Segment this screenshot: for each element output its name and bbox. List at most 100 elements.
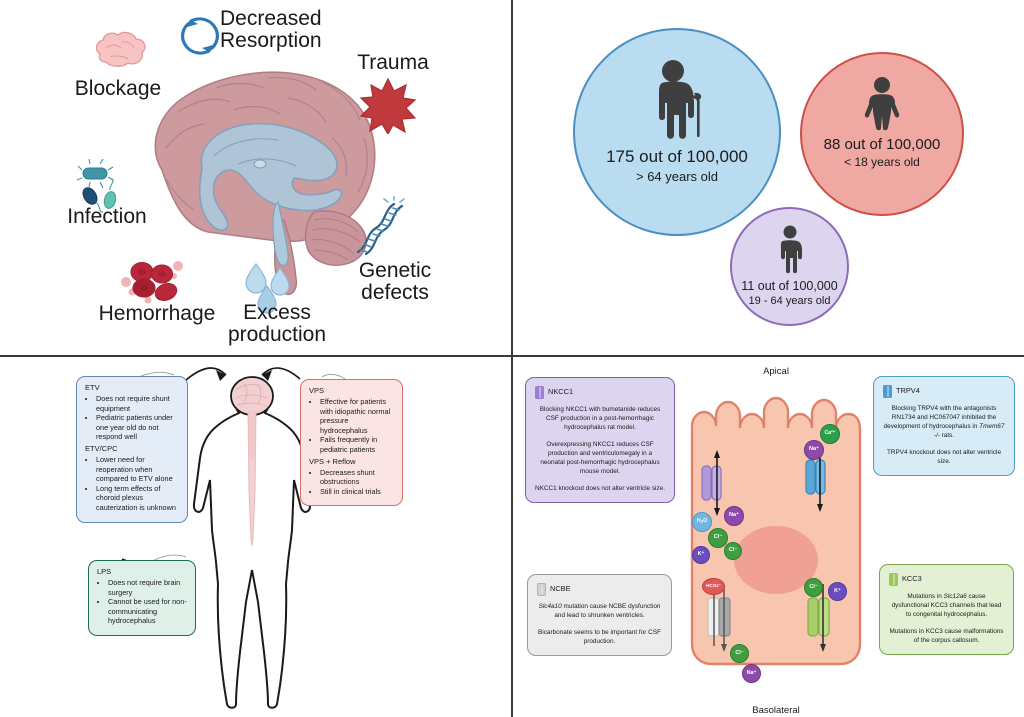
list-item: Fails frequently in pediatric patients	[320, 435, 395, 454]
tx-vps-list-1: Decreases shunt obstructions Still in cl…	[320, 468, 395, 497]
ion-cl-basal-left: Cl⁻	[730, 644, 749, 663]
ncbe-title: NCBE	[550, 584, 571, 594]
trpv4-paragraph-0: Blocking TRPV4 with the antagonists RN17…	[883, 405, 1005, 439]
ncbe-paragraph-1: Bicarbonate seems to be important for CS…	[538, 628, 661, 645]
kcc3-title-row: KCC3	[889, 573, 1004, 586]
list-item: Does not require brain surgery	[108, 578, 188, 597]
dna-helix-icon	[352, 195, 414, 258]
trpv4-title-row: TRPV4	[883, 385, 1005, 398]
kcc3-paragraph-0: Mutations in Slc12a6 cause dysfunctional…	[891, 593, 1002, 618]
tx-vps-heading-0: VPS	[309, 386, 325, 395]
trpv4-channel-glyph	[805, 448, 826, 512]
human-body-illustration	[186, 370, 318, 710]
ion-cl-apical-2: Cl⁻	[724, 542, 742, 560]
nkcc1-channel-glyph	[701, 450, 722, 516]
apical-membrane-label: Apical	[763, 366, 789, 377]
kcc3-paragraph-1: Mutations in KCC3 cause malformations of…	[889, 627, 1004, 644]
ion-na-basal-left: Na⁺	[742, 664, 761, 683]
list-item: Lower need for reoperation when compared…	[96, 455, 180, 484]
epi-rate-adult: 11 out of 100,000	[741, 279, 838, 294]
ion-k-basal-right: K⁺	[828, 582, 847, 601]
horizontal-panel-divider	[0, 355, 1024, 357]
epi-age-adult: 19 - 64 years old	[748, 295, 831, 308]
water-drops-icon	[240, 260, 296, 316]
cause-label-genetic-defects: Genetic defects	[358, 259, 432, 305]
red-blood-cells-icon	[118, 252, 190, 308]
brain-blob-icon	[92, 30, 148, 68]
list-item: Long term effects of choroid plexus caut…	[96, 484, 180, 513]
tx-lps-heading-0: LPS	[97, 567, 112, 576]
vertical-panel-divider	[511, 0, 513, 717]
list-item: Does not require shunt equipment	[96, 394, 180, 413]
epi-rate-pediatric: 88 out of 100,000	[823, 136, 941, 154]
transporter-box-trpv4[interactable]: TRPV4 Blocking TRPV4 with the antagonist…	[873, 376, 1015, 476]
sagittal-brain-illustration	[118, 52, 408, 302]
nkcc1-channel-icon	[535, 386, 544, 399]
cause-label-decreased-resorption: Decreased Resorption	[220, 7, 322, 53]
panel-causes-of-hydrocephalus: Blockage Decreased Resorption Trauma	[0, 0, 511, 355]
transporter-box-kcc3[interactable]: KCC3 Mutations in Slc12a6 cause dysfunct…	[879, 564, 1014, 655]
transporter-box-ncbe[interactable]: NCBE Slc4a10 mutation cause NCBE dysfunc…	[527, 574, 672, 656]
kcc3-channel-icon	[889, 573, 898, 586]
ion-cl-basal-right: Cl⁻	[804, 578, 823, 597]
ion-k-apical: K⁺	[692, 546, 710, 564]
list-item: Decreases shunt obstructions	[320, 468, 395, 487]
nkcc1-paragraph-1: Overexpressing NKCC1 reduces CSF product…	[540, 440, 660, 475]
list-item: Cannot be used for non-communicating hyd…	[108, 597, 188, 626]
elderly-person-with-cane-icon	[659, 59, 702, 139]
tx-vps-list-0: Effective for patients with idiopathic n…	[320, 397, 395, 455]
tx-etv-list-0: Does not require shunt equipment Pediatr…	[96, 394, 180, 442]
epidemiology-circle-elderly: 175 out of 100,000 > 64 years old	[573, 28, 781, 236]
list-item: Effective for patients with idiopathic n…	[320, 397, 395, 436]
circular-arrows-icon	[176, 12, 224, 60]
treatment-box-vps[interactable]: VPS Effective for patients with idiopath…	[300, 379, 403, 507]
trpv4-title: TRPV4	[896, 386, 920, 396]
nkcc1-title-row: NKCC1	[535, 386, 665, 399]
treatment-box-etv[interactable]: ETV Does not require shunt equipment Ped…	[76, 376, 188, 523]
tx-vps-heading-1: VPS + Reflow	[309, 456, 356, 466]
epidemiology-circle-adult: 11 out of 100,000 19 - 64 years old	[730, 207, 849, 326]
epi-rate-elderly: 175 out of 100,000	[606, 146, 748, 166]
ncbe-channel-icon	[537, 583, 546, 596]
cell-body-svg	[690, 396, 862, 666]
epidemiology-circle-pediatric: 88 out of 100,000 < 18 years old	[800, 52, 964, 216]
ncbe-title-row: NCBE	[537, 583, 662, 596]
ncbe-channel-glyph	[707, 580, 731, 652]
tx-etv-list-1: Lower need for reoperation when compared…	[96, 455, 180, 513]
ion-ca-apical: Ca²⁺	[820, 424, 840, 444]
bacteria-icon	[76, 158, 132, 214]
epi-age-elderly: > 64 years old	[635, 168, 719, 184]
choroid-plexus-epithelial-cell-diagram: Apical Basolateral	[684, 366, 868, 716]
trpv4-channel-icon	[883, 385, 892, 398]
nkcc1-paragraph-0: Blocking NKCC1 with bumetanide reduces C…	[539, 406, 661, 431]
cause-label-infection: Infection	[67, 205, 147, 228]
ncbe-paragraph-0: Slc4a10 mutation cause NCBE dysfunction …	[538, 603, 661, 619]
cause-label-trauma: Trauma	[357, 51, 429, 74]
cause-label-excess-production: Excess production	[227, 301, 327, 347]
epi-age-pediatric: < 18 years old	[844, 155, 920, 170]
panel-epidemiology: 175 out of 100,000 > 64 years old 88 out…	[513, 0, 1024, 355]
tx-etv-heading-1: ETV/CPC	[85, 444, 118, 454]
basolateral-membrane-label: Basolateral	[752, 705, 800, 716]
kcc3-channel-glyph	[807, 584, 830, 652]
impact-star-icon	[359, 77, 417, 136]
nkcc1-paragraph-2: NKCC1 knockout does not alter ventricle …	[535, 484, 666, 492]
child-person-icon	[864, 77, 900, 131]
transporter-box-nkcc1[interactable]: NKCC1 Blocking NKCC1 with bumetanide red…	[525, 377, 675, 503]
cause-label-hemorrhage: Hemorrhage	[98, 302, 216, 325]
ion-cl-apical-1: Cl⁻	[708, 528, 728, 548]
ion-na-apical: Na⁺	[724, 506, 744, 526]
kcc3-title: KCC3	[902, 574, 922, 584]
tx-etv-heading-0: ETV	[85, 383, 100, 392]
treatment-box-lps[interactable]: LPS Does not require brain surgery Canno…	[88, 560, 196, 637]
cause-label-blockage: Blockage	[74, 77, 162, 100]
nkcc1-title: NKCC1	[548, 387, 574, 397]
ion-na-apical-2: Na⁺	[804, 440, 824, 460]
adult-person-icon	[780, 225, 802, 274]
list-item: Pediatric patients under one year old do…	[96, 413, 180, 442]
tx-lps-list-0: Does not require brain surgery Cannot be…	[108, 578, 188, 626]
trpv4-paragraph-1: TRPV4 knockout does not alter ventricle …	[886, 448, 1002, 465]
